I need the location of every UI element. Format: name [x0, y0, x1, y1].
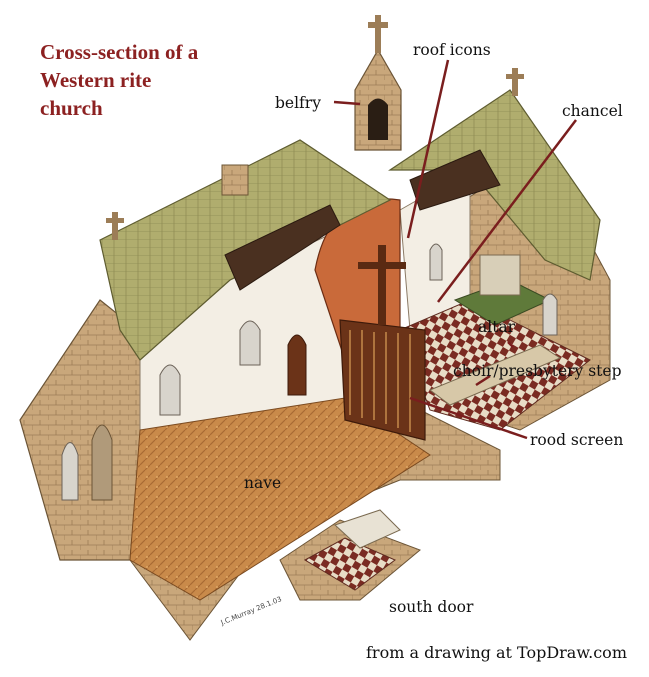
south-porch [279, 509, 421, 601]
label-south-door: south door [389, 598, 474, 616]
belfry-tower [354, 15, 402, 151]
label-roof-icons: roof icons [413, 41, 491, 59]
leader-rood-screen [409, 396, 528, 440]
label-rood-screen: rood screen [530, 431, 624, 449]
leader-roof-icons [406, 59, 450, 239]
nave-floor [129, 397, 431, 601]
leader-belfry [333, 100, 361, 106]
windows [61, 243, 558, 501]
chimney [221, 164, 249, 196]
leader-lines [333, 59, 577, 440]
diagram-title: Cross-section of a Western rite church [40, 38, 260, 122]
choir-step [428, 344, 562, 406]
nave-door [287, 334, 307, 396]
artist-signature: J.C.Murray 28.1.03 [219, 595, 283, 627]
label-nave: nave [244, 474, 282, 492]
credit-text: from a drawing at TopDraw.com [366, 643, 627, 662]
statue-niche [91, 424, 113, 501]
label-belfry: belfry [275, 94, 321, 112]
leader-choir-step [475, 374, 491, 387]
leader-altar [507, 341, 514, 348]
rood-screen [339, 245, 426, 441]
finials [106, 68, 524, 240]
label-altar: altar [478, 318, 516, 336]
leader-chancel [437, 119, 577, 303]
title-line-1: Cross-section of a [40, 40, 199, 64]
label-choir-step: choir/presbytery step [453, 362, 622, 380]
title-line-2: Western rite [40, 68, 152, 92]
title-line-3: church [40, 96, 103, 120]
nave-roof-timbers [224, 204, 341, 291]
label-chancel: chancel [562, 102, 623, 120]
